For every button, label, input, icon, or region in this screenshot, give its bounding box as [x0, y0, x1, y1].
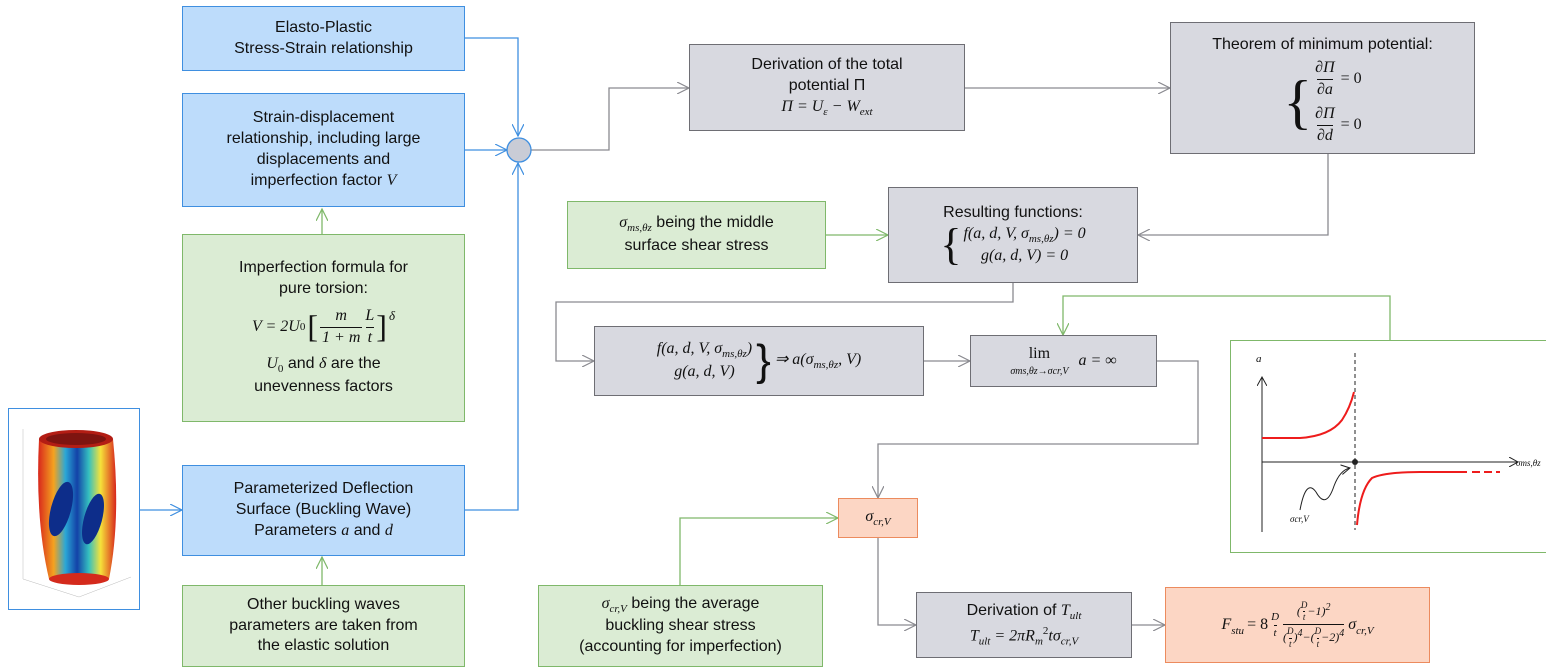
asymptote-graph-panel [1230, 340, 1546, 553]
derivt-equation: Tult = 2πRm2tσcr,V [969, 624, 1079, 648]
link-lim-sigmacr [878, 360, 1199, 498]
resulting-system: { f(a, d, V, σms,θz) = 0 g(a, d, V) = 0 [940, 220, 1086, 270]
resulting-functions-box: Resulting functions: { f(a, d, V, σms,θz… [888, 187, 1138, 283]
param-line-1: Parameterized Deflection [233, 480, 414, 498]
other-buckling-box: Other buckling waves parameters are take… [182, 585, 465, 667]
theorem-title: Theorem of minimum potential: [1212, 36, 1433, 53]
link-theorem-resulting [1138, 154, 1329, 235]
limit-box: lim σms,θz→σcr,V a = ∞ [970, 335, 1157, 387]
imperf-line-2: pure torsion: [279, 280, 368, 298]
strain-line-1: Strain-displacement [252, 109, 395, 127]
link-avg-sigmacr [679, 518, 838, 585]
imperf-line-4: U0 and δ are the [266, 355, 381, 376]
strain-line-2: relationship, including large [226, 130, 421, 148]
link-junction-deriv [531, 88, 689, 151]
deriv-line-2: potential Π [788, 77, 866, 95]
resulting-title: Resulting functions: [943, 203, 1083, 221]
sigma-ms-box: σms,θz being the middle surface shear st… [567, 201, 826, 269]
strain-line-4: imperfection factor V [250, 171, 397, 189]
avg-line-1: σcr,V being the average [601, 594, 760, 616]
theorem-system: { ∂Π ∂a = 0 ∂Π ∂d = 0 [1283, 58, 1361, 147]
elasto-plastic-box: Elasto-Plastic Stress-Strain relationshi… [182, 6, 465, 71]
link-resulting-fg [555, 283, 1014, 361]
avg-line-3: (accounting for imperfection) [579, 638, 782, 656]
other-line-2: parameters are taken from [229, 616, 418, 634]
param-line-2: Surface (Buckling Wave) [235, 501, 412, 519]
limit-operator: lim σms,θz→σcr,V [1010, 345, 1069, 377]
summing-junction [506, 137, 532, 163]
deriv-line-1: Derivation of the total [751, 56, 903, 74]
strain-line-3: displacements and [256, 151, 391, 168]
imperfection-formula-box: Imperfection formula for pure torsion: V… [182, 234, 465, 422]
limit-rhs: a = ∞ [1078, 351, 1117, 369]
sigma-cr-symbol: σcr,V [865, 507, 891, 528]
other-line-1: Other buckling waves [247, 595, 400, 613]
cylinder-plot [22, 429, 132, 598]
theorem-minimum-potential-box: Theorem of minimum potential: { ∂Π ∂a = … [1170, 22, 1475, 154]
link-elasto-junction [465, 37, 518, 136]
link-graph-lim [1063, 295, 1391, 340]
imperf-line-5: unevenness factors [254, 377, 393, 395]
avg-line-2: buckling shear stress [605, 617, 756, 635]
link-sigmacr-derivt [877, 538, 916, 625]
strain-displacement-box: Strain-displacement relationship, includ… [182, 93, 465, 207]
param-line-3: Parameters a and d [254, 521, 393, 539]
derivation-total-potential-box: Derivation of the total potential Π Π = … [689, 44, 965, 131]
sigma-cr-box: σcr,V [838, 498, 918, 538]
elasto-line-1: Elasto-Plastic [275, 18, 372, 36]
fg-result: ⇒ a(σms,θz, V) [774, 350, 862, 371]
derivation-tult-box: Derivation of Tult Tult = 2πRm2tσcr,V [916, 592, 1132, 658]
parameterized-deflection-box: Parameterized Deflection Surface (Buckli… [182, 465, 465, 556]
elasto-line-2: Stress-Strain relationship [234, 39, 413, 57]
link-param-junction [465, 163, 518, 511]
fg-pair: f(a, d, V, σms,θz) g(a, d, V) [656, 340, 753, 380]
fg-implication-box: f(a, d, V, σms,θz) g(a, d, V) } ⇒ a(σms,… [594, 326, 924, 396]
sigma-ms-line-1: σms,θz being the middle [619, 214, 774, 235]
imperf-line-1: Imperfection formula for [239, 259, 408, 277]
deriv-equation: Π = Uε − Wext [781, 98, 873, 119]
derivt-line-1: Derivation of Tult [966, 602, 1082, 623]
other-line-3: the elastic solution [257, 637, 390, 655]
buckled-cylinder-image [8, 408, 140, 610]
sigma-ms-line-2: surface shear stress [624, 236, 769, 254]
average-shear-box: σcr,V being the average buckling shear s… [538, 585, 823, 667]
